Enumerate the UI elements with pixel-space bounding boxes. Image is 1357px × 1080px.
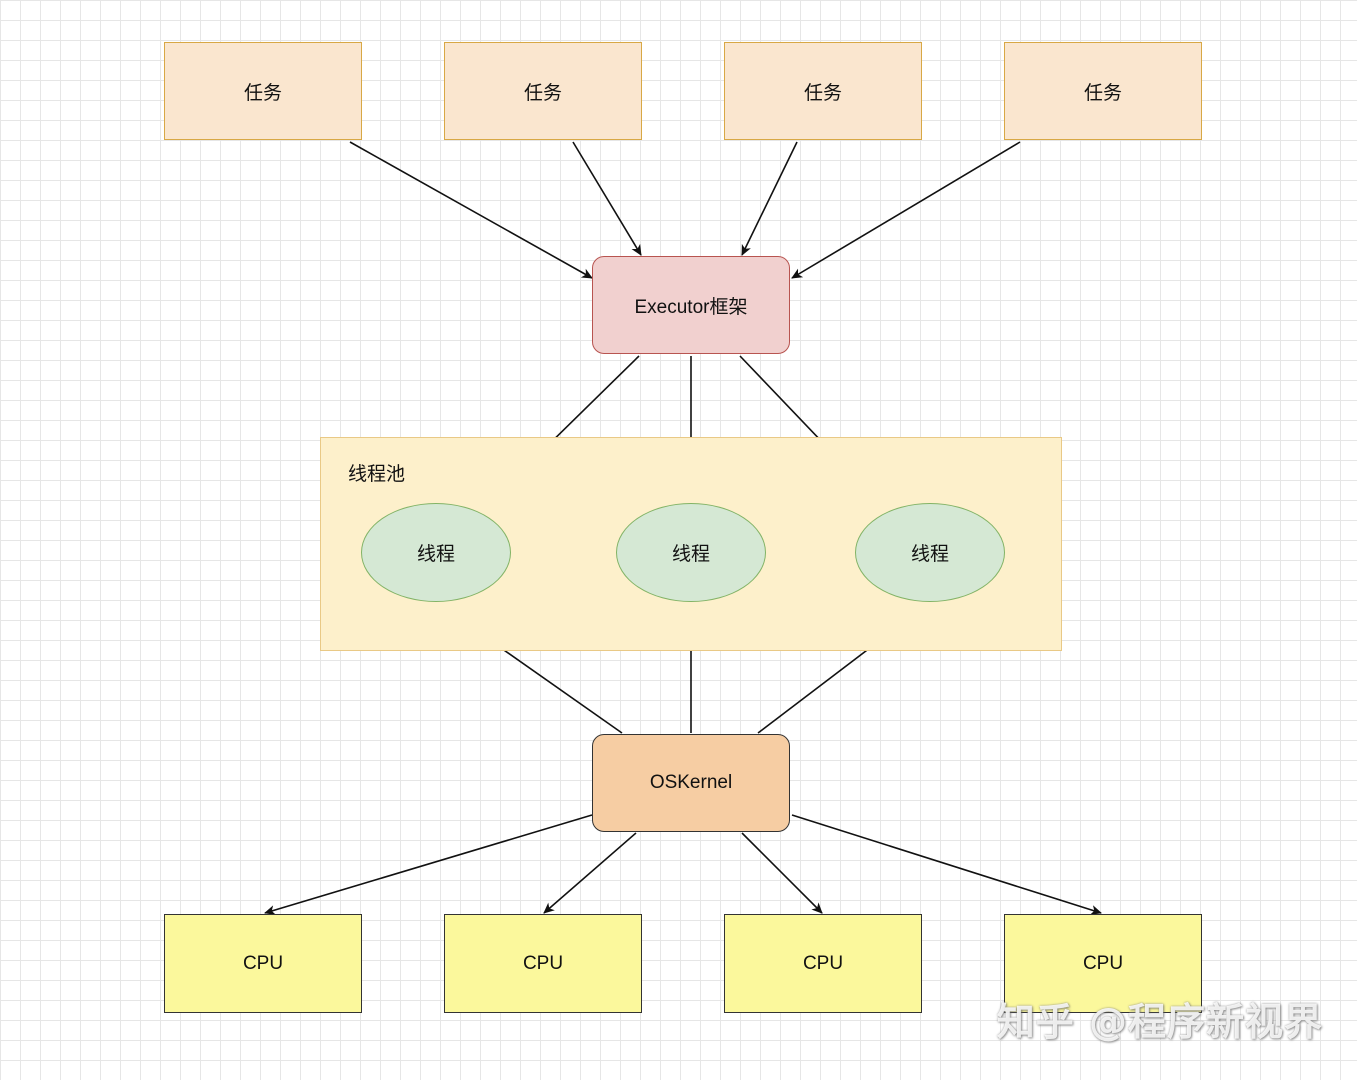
edge-task1-executor xyxy=(349,141,593,279)
thread-label: 线程 xyxy=(416,544,455,565)
task-box: 任务 xyxy=(444,42,642,140)
task-label: 任务 xyxy=(803,82,842,104)
cpu-label: CPU xyxy=(522,952,564,974)
cpu-label: CPU xyxy=(242,952,284,974)
task-label: 任务 xyxy=(523,82,562,104)
executor-box: Executor框架 xyxy=(592,256,790,354)
os-kernel-box: OSKernel xyxy=(592,734,790,832)
edge-task2-executor xyxy=(572,141,642,256)
os-kernel-label: OSKernel xyxy=(649,772,733,793)
edge-kernel-cpu4 xyxy=(791,814,1102,915)
thread-label: 线程 xyxy=(671,544,710,565)
cpu-box: CPU xyxy=(1004,914,1202,1013)
thread-ellipse: 线程 xyxy=(855,503,1005,602)
watermark: 知乎 @程序新视界 xyxy=(996,1000,1323,1044)
cpu-box: CPU xyxy=(164,914,362,1013)
thread-ellipse: 线程 xyxy=(616,503,766,602)
task-box: 任务 xyxy=(724,42,922,140)
thread-ellipse: 线程 xyxy=(361,503,511,602)
task-box: 任务 xyxy=(164,42,362,140)
task-label: 任务 xyxy=(1083,82,1122,104)
cpu-box: CPU xyxy=(724,914,922,1013)
edge-task4-executor xyxy=(791,141,1021,279)
edge-kernel-cpu3 xyxy=(741,832,823,914)
task-box: 任务 xyxy=(1004,42,1202,140)
thread-label: 线程 xyxy=(910,544,949,565)
thread-pool-label: 线程池 xyxy=(348,464,406,485)
cpu-label: CPU xyxy=(802,952,844,974)
cpu-label: CPU xyxy=(1082,952,1124,974)
cpu-box: CPU xyxy=(444,914,642,1013)
edge-kernel-cpu1 xyxy=(264,814,593,915)
edge-kernel-cpu2 xyxy=(543,832,637,914)
task-label: 任务 xyxy=(243,82,282,104)
executor-label: Executor框架 xyxy=(634,296,748,318)
edge-task3-executor xyxy=(741,141,798,256)
